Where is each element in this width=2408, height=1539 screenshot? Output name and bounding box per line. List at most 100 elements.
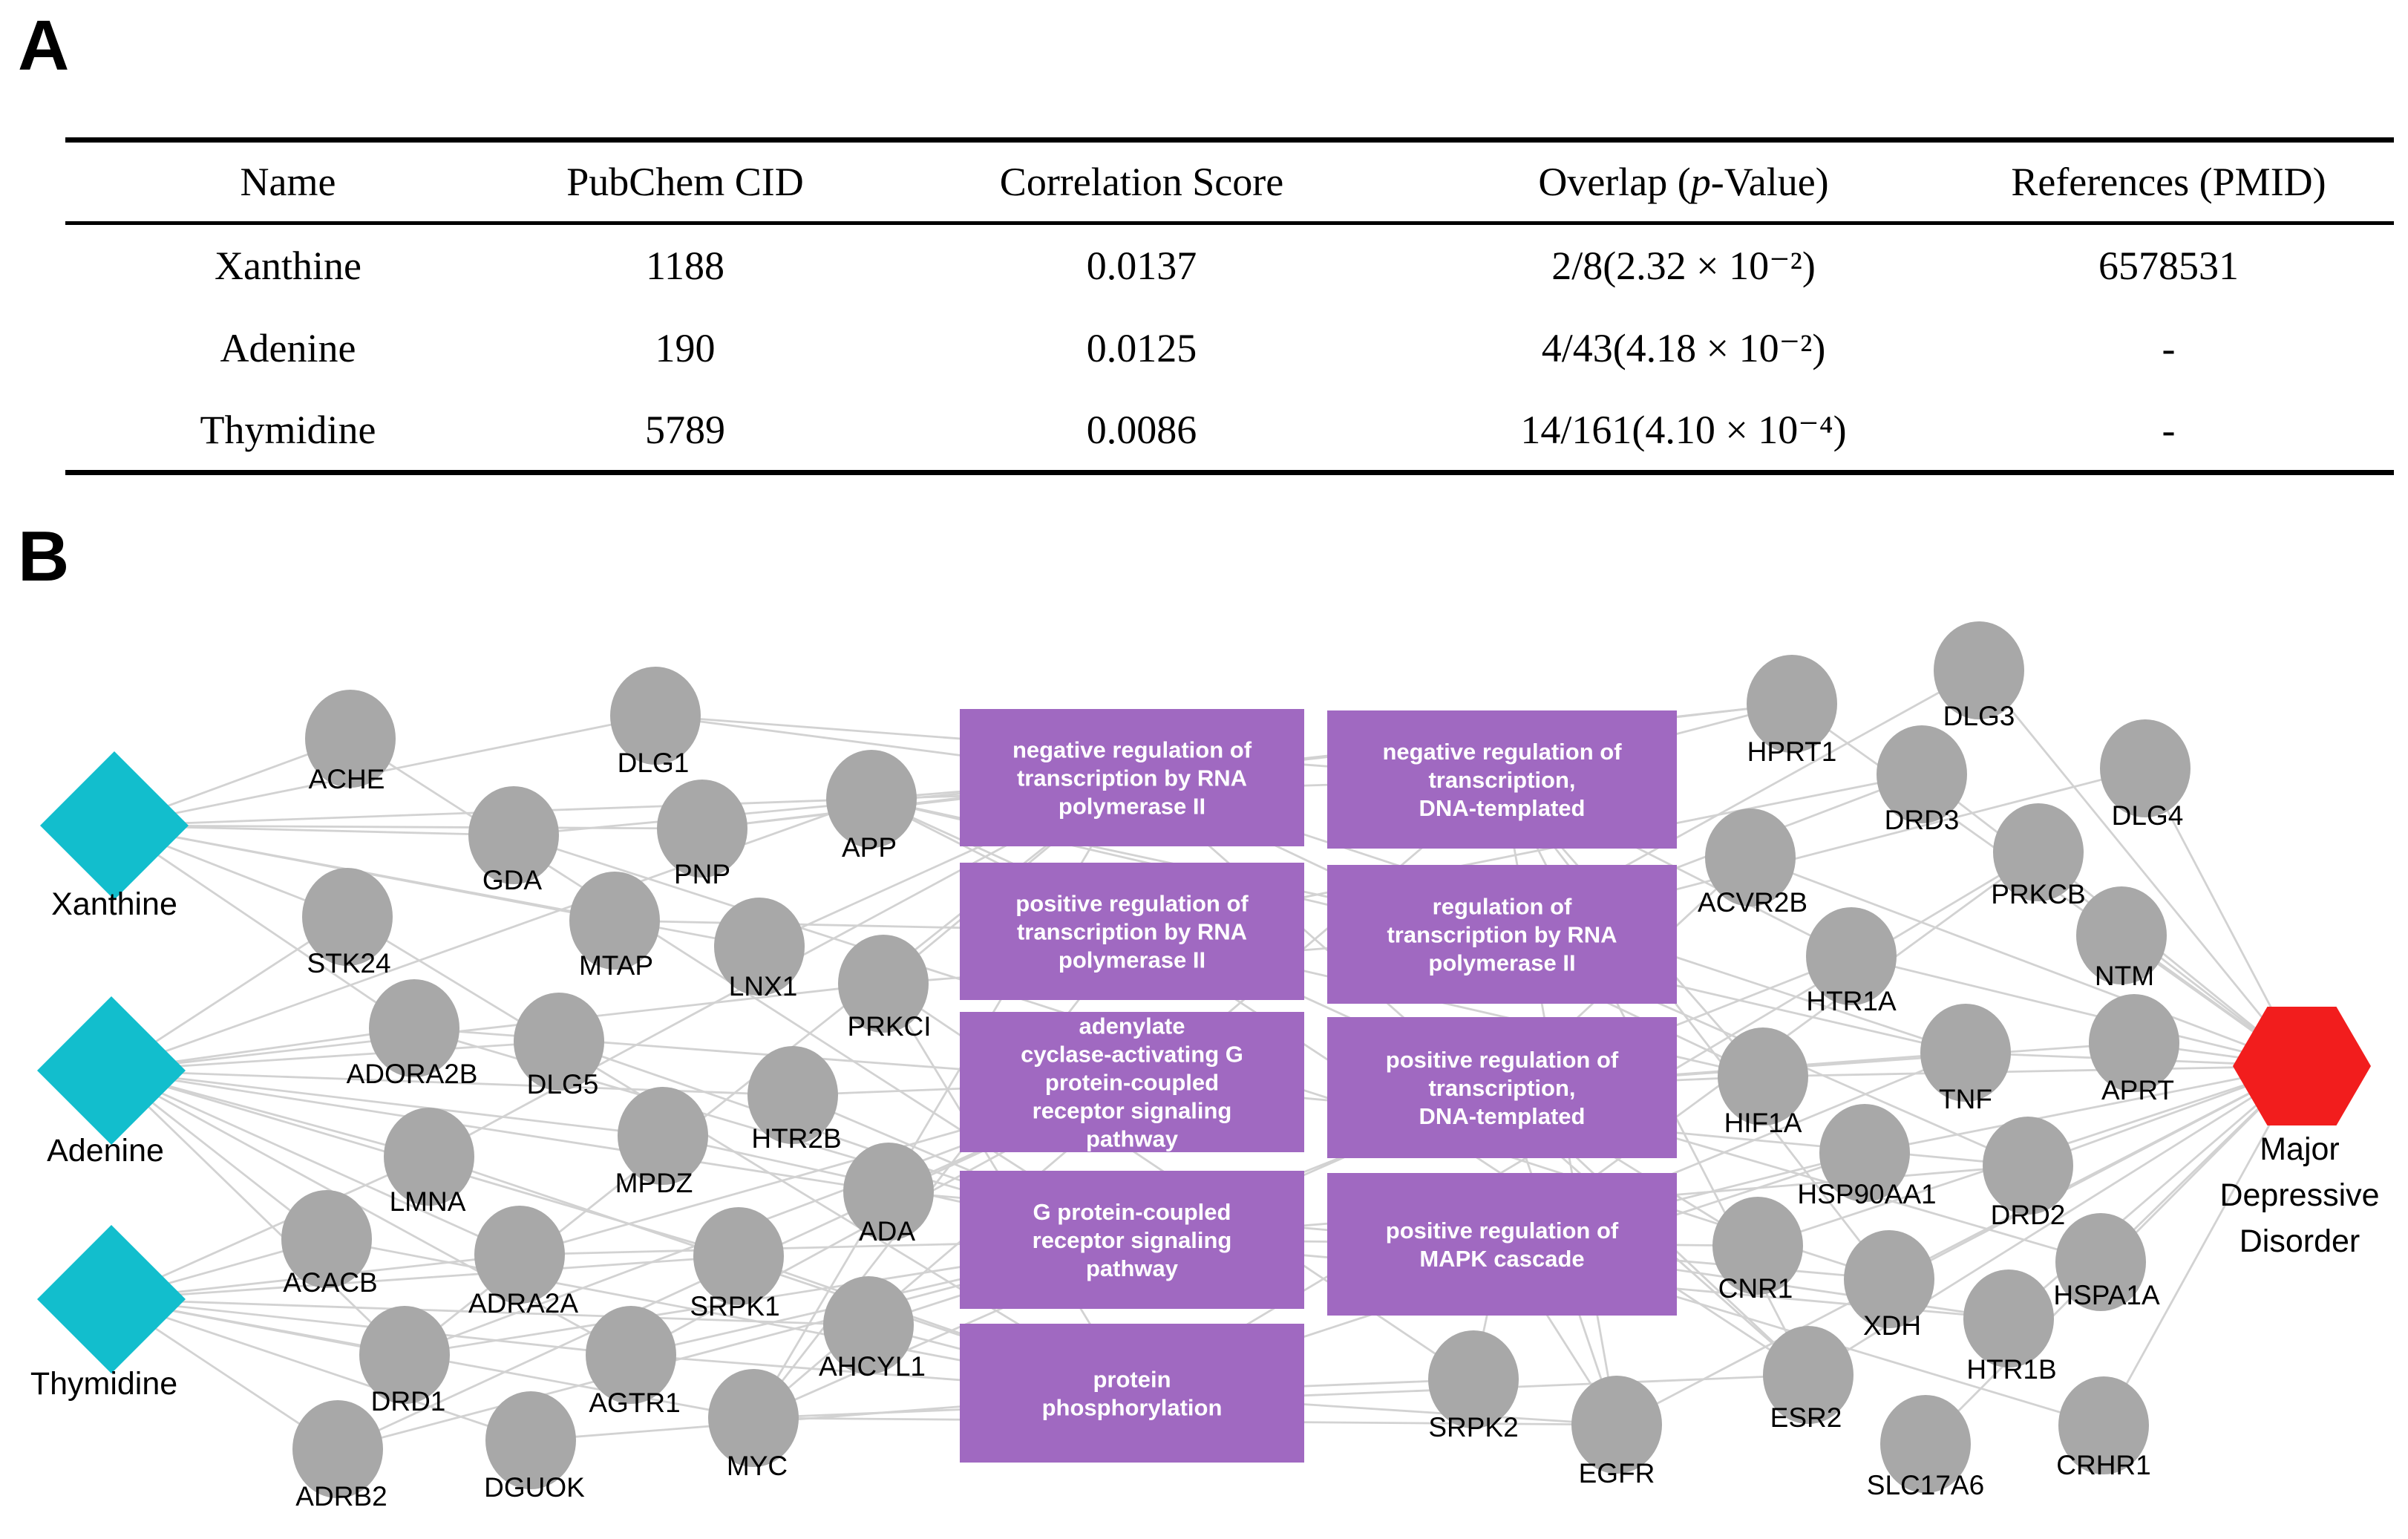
gene-node-ADA xyxy=(843,1143,934,1241)
gene-node-HSP90AA1 xyxy=(1819,1104,1910,1202)
gene-label-HTR2B: HTR2B xyxy=(751,1123,841,1154)
gene-label-HSP90AA1: HSP90AA1 xyxy=(1797,1179,1936,1209)
gene-label-ACACB: ACACB xyxy=(283,1267,377,1298)
gene-label-HIF1A: HIF1A xyxy=(1724,1108,1802,1138)
gene-node-GDA xyxy=(468,786,559,884)
gene-node-DLG5 xyxy=(514,993,604,1091)
overlap-header-pre: Overlap ( xyxy=(1538,160,1691,204)
chemical-label-Adenine: Adenine xyxy=(47,1133,164,1169)
gene-label-CRHR1: CRHR1 xyxy=(2056,1450,2150,1480)
cell-name: Thymidine xyxy=(200,407,376,452)
gene-label-DGUOK: DGUOK xyxy=(484,1472,585,1503)
edge-XDH-R1 xyxy=(1501,779,1891,1280)
gene-label-SLC17A6: SLC17A6 xyxy=(1867,1470,1984,1500)
gene-node-SRPK1 xyxy=(693,1207,784,1305)
gene-label-APP: APP xyxy=(842,832,897,863)
edge-Adenine-MPDZ xyxy=(111,1069,664,1137)
gene-node-HSPA1A xyxy=(2055,1213,2146,1311)
gene-node-DGUOK xyxy=(485,1391,576,1489)
gene-label-ACVR2B: ACVR2B xyxy=(1698,887,1807,918)
gene-label-TNF: TNF xyxy=(1939,1084,1992,1114)
table-header-row: Name PubChem CID Correlation Score Overl… xyxy=(65,140,2394,223)
gene-label-STK24: STK24 xyxy=(307,948,390,978)
cell-correlation-score: 0.0125 xyxy=(1086,325,1197,370)
col-header-correlation-score: Correlation Score xyxy=(999,160,1284,204)
cell-pubchem-cid: 190 xyxy=(655,325,716,370)
gene-node-CNR1 xyxy=(1712,1197,1803,1295)
col-header-name: Name xyxy=(240,160,336,204)
edge-CRHR1-MDD xyxy=(2102,1065,2303,1426)
gene-node-DRD1 xyxy=(359,1306,450,1404)
cell-references-pmid: - xyxy=(2162,325,2176,370)
gene-node-PRKCB xyxy=(1993,803,2084,901)
gene-node-DLG4 xyxy=(2100,719,2191,817)
association-table: Name PubChem CID Correlation Score Overl… xyxy=(65,137,2394,475)
cell-overlap-p-value: 14/161(4.10 × 10⁻⁴) xyxy=(1520,408,1847,453)
edge-Adenine-ADA xyxy=(111,1069,889,1193)
gene-label-PRKCI: PRKCI xyxy=(847,1011,931,1042)
gene-node-DLG3 xyxy=(1934,621,2024,719)
pathway-box-R4 xyxy=(1327,1173,1677,1316)
cell-overlap-p-value: 4/43(4.18 × 10⁻²) xyxy=(1541,326,1826,370)
edge-Thymidine-LMNA xyxy=(111,1155,430,1301)
gene-node-MPDZ xyxy=(618,1087,708,1185)
gene-label-DRD2: DRD2 xyxy=(1991,1200,2066,1230)
edge-Thymidine-SRPK1 xyxy=(111,1255,739,1301)
gene-label-DLG4: DLG4 xyxy=(2112,800,2184,831)
pathway-box-L3 xyxy=(960,1012,1304,1152)
gene-label-APRT: APRT xyxy=(2101,1075,2174,1105)
edge-HSP90AA1-MDD xyxy=(1864,1065,2303,1154)
chemical-label-Xanthine: Xanthine xyxy=(51,886,177,922)
gene-node-NTM xyxy=(2076,886,2167,984)
gene-node-DLG1 xyxy=(610,667,701,765)
gene-node-LMNA xyxy=(384,1108,474,1206)
gene-label-GDA: GDA xyxy=(482,865,543,895)
gene-label-LNX1: LNX1 xyxy=(729,971,798,1002)
overlap-header-p-italic: p xyxy=(1690,160,1711,204)
pathway-box-L5 xyxy=(960,1324,1304,1463)
gene-node-AHCYL1 xyxy=(823,1276,914,1374)
edge-HTR1A-MDD xyxy=(1851,955,2303,1068)
gene-label-ADRB2: ADRB2 xyxy=(295,1481,387,1512)
gene-node-ACACB xyxy=(281,1190,372,1288)
gene-label-AGTR1: AGTR1 xyxy=(589,1388,680,1418)
table-row: Adenine 190 0.0125 4/43(4.18 × 10⁻²) - xyxy=(65,307,2394,390)
overlap-header-post: -Value) xyxy=(1710,160,1829,204)
gene-label-ADRA2A: ADRA2A xyxy=(468,1288,578,1319)
edge-STK24-L5 xyxy=(347,915,1133,1394)
pathway-box-R2 xyxy=(1327,865,1677,1004)
pathway-box-L2 xyxy=(960,863,1304,1000)
chemical-label-Thymidine: Thymidine xyxy=(30,1366,177,1402)
gene-node-LNX1 xyxy=(714,898,805,996)
chemical-node-Adenine xyxy=(37,996,186,1145)
gene-node-APP xyxy=(826,750,917,848)
edge-XDH-MDD xyxy=(1888,1065,2303,1281)
gene-label-HTR1A: HTR1A xyxy=(1806,986,1897,1016)
chemical-node-Xanthine xyxy=(40,751,189,900)
cell-references-pmid: 6578531 xyxy=(2098,243,2239,288)
gene-node-SLC17A6 xyxy=(1880,1395,1971,1493)
gene-label-DRD3: DRD3 xyxy=(1885,805,1960,835)
col-header-references-pmid: References (PMID) xyxy=(2011,160,2326,204)
gene-node-ACHE xyxy=(305,690,396,788)
cell-pubchem-cid: 5789 xyxy=(645,407,725,452)
gene-node-MTAP xyxy=(569,872,660,970)
gene-node-XDH xyxy=(1844,1230,1934,1328)
gene-label-PRKCB: PRKCB xyxy=(1991,879,2085,909)
gene-label-MPDZ: MPDZ xyxy=(615,1168,693,1198)
gene-node-EGFR xyxy=(1571,1376,1662,1474)
gene-node-DRD3 xyxy=(1877,725,1967,823)
gene-label-ADORA2B: ADORA2B xyxy=(347,1059,478,1089)
gene-label-DLG3: DLG3 xyxy=(1943,701,2015,731)
gene-label-HPRT1: HPRT1 xyxy=(1747,736,1837,767)
